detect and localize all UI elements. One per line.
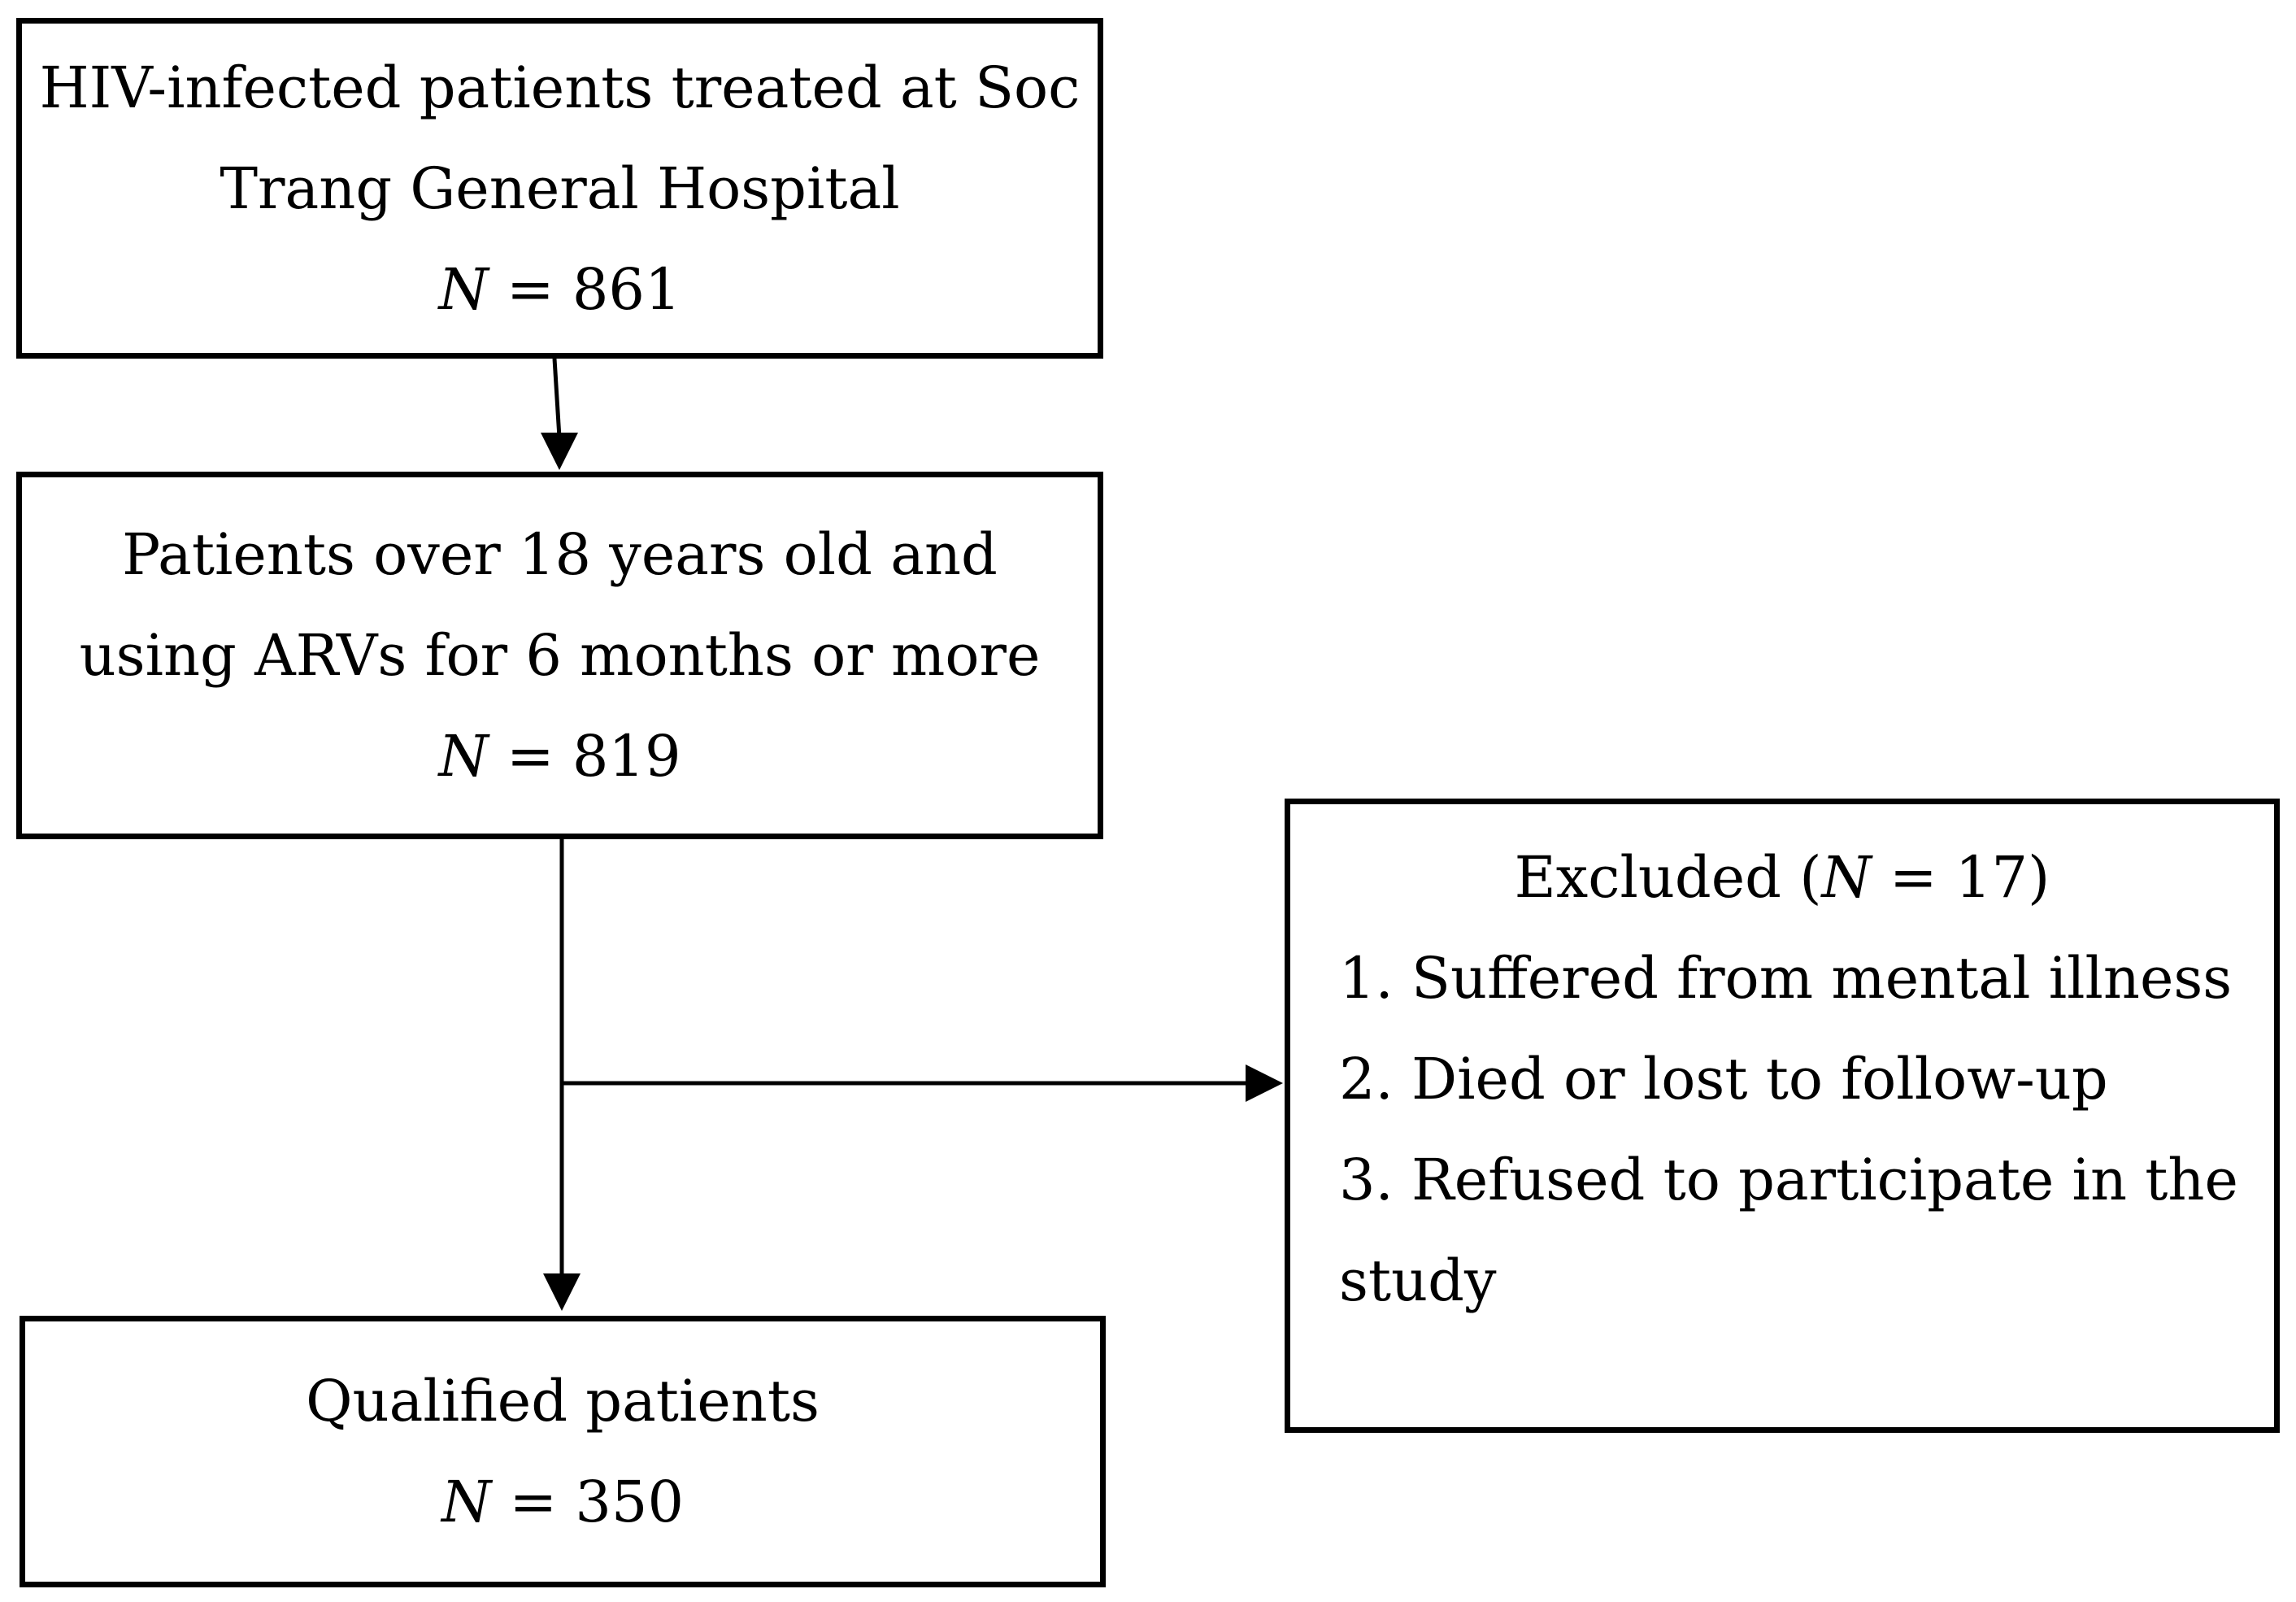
flow-box-excluded: Excluded (N = 17) 1. Suffered from menta…	[1285, 799, 2280, 1433]
eligible-n-label: N	[438, 723, 489, 790]
eligible-n-value: = 819	[488, 723, 681, 790]
flow-box-qualified-patients: Qualified patients N = 350	[20, 1316, 1106, 1587]
eligible-count: N = 819	[438, 706, 681, 807]
connector-total-to-eligible	[552, 358, 562, 438]
qualified-line-1: Qualified patients	[306, 1368, 820, 1434]
total-n-label: N	[438, 255, 489, 323]
flow-box-eligible-patients: Patients over 18 years old and using ARV…	[16, 472, 1103, 839]
excluded-content: Excluded (N = 17) 1. Suffered from menta…	[1339, 827, 2258, 1331]
total-line-2: Trang General Hospital	[220, 155, 900, 222]
qualified-n-value: = 350	[491, 1469, 684, 1535]
total-line-1: HIV-infected patients treated at Soc	[39, 54, 1081, 121]
total-count: N = 861	[438, 239, 681, 340]
excluded-heading: Excluded (N = 17)	[1290, 827, 2274, 928]
excluded-n-label: N	[1821, 844, 1872, 911]
eligible-line-2: using ARVs for 6 months or more	[79, 622, 1041, 689]
arrowhead-total-to-eligible	[541, 433, 578, 470]
eligible-line-1: Patients over 18 years old and	[122, 521, 998, 588]
excluded-heading-prefix: Excluded (	[1514, 844, 1822, 911]
excluded-reason-3: 3. Refused to participate in the	[1339, 1147, 2238, 1213]
flow-box-total-patients: HIV-infected patients treated at Soc Tra…	[16, 18, 1103, 359]
qualified-n-label: N	[441, 1469, 492, 1535]
excluded-reason-1: 1. Suffered from mental illness	[1339, 945, 2233, 1012]
excluded-reason-3-continued: study	[1339, 1247, 1497, 1314]
excluded-reason-2: 2. Died or lost to follow-up	[1339, 1046, 2108, 1112]
excluded-heading-suffix: = 17)	[1871, 844, 2050, 911]
qualified-count: N = 350	[441, 1452, 684, 1552]
total-n-value: = 861	[488, 255, 681, 323]
arrowhead-to-excluded	[1246, 1064, 1283, 1102]
arrowhead-eligible-to-qualified	[543, 1273, 581, 1311]
